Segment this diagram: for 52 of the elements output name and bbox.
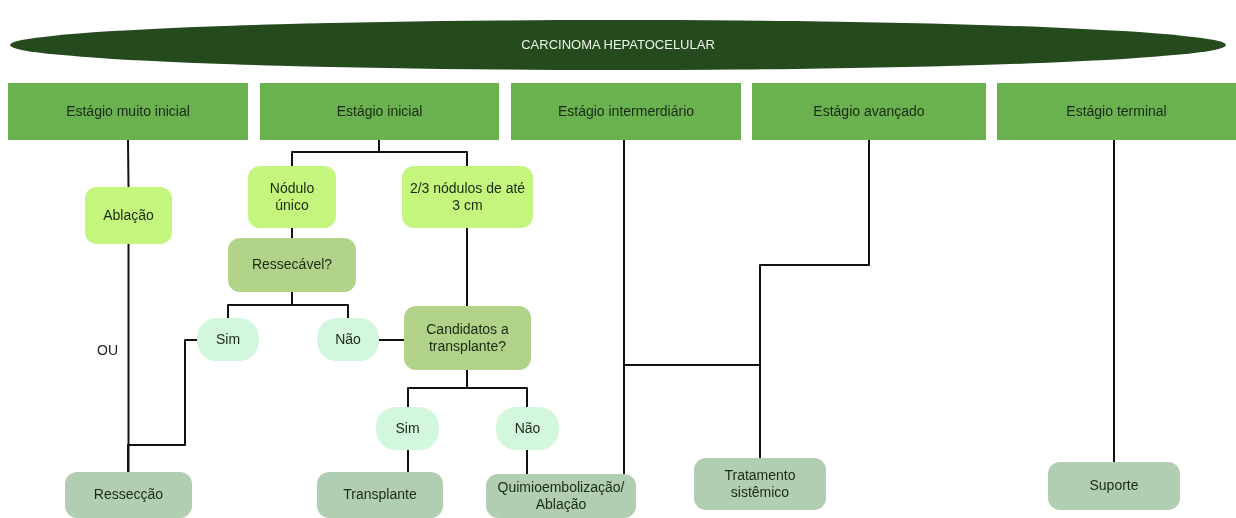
answer-pill [197,318,259,361]
stage-header-box [8,83,248,140]
process-box [404,306,531,370]
connector-line [291,291,349,319]
node-text: Transplante [343,486,417,504]
note-text: OU [97,342,118,358]
node-text: Suporte [1089,477,1139,495]
process-box [486,474,636,518]
node-text: Estágio inicial [336,102,423,121]
node-text: Nódulo único [268,179,316,215]
connector-line [378,339,405,341]
node-text: Sim [395,419,420,438]
process-box [228,238,356,292]
node-text: Quimioembolização/ Ablação [496,478,626,514]
answer-pill [496,407,559,450]
process-box [248,166,336,228]
node-text: Estágio terminal [1066,102,1167,121]
node-text: Não [514,419,541,438]
stage-header-box [511,83,741,140]
process-box [694,458,826,510]
node-text: Tratamento sistêmico [723,466,797,502]
node-text: CARCINOMA HEPATOCELULAR [521,36,715,54]
process-box [402,166,533,228]
process-box [317,472,443,518]
connector-line [1113,139,1115,463]
node-text: Ressecável? [251,256,333,274]
connector-line [378,139,468,167]
node-text: Estágio muito inicial [66,102,190,121]
connector-line [526,449,528,475]
node-text: Ablação [103,206,154,225]
node-text: Estágio avançado [813,102,925,121]
node-text: Ressecção [93,486,164,504]
connector-line [127,243,130,473]
node-text: Estágio intermerdiário [557,102,695,121]
stage-header-box [260,83,499,140]
answer-pill [376,407,439,450]
stage-header-box [997,83,1236,140]
connector-line [407,449,409,473]
connector-line [466,369,528,408]
connector-line [466,227,468,307]
process-box [1048,462,1180,510]
node-text: Sim [215,330,241,349]
node-text: Candidatos a transplante? [425,320,510,356]
node-text: Não [335,330,361,349]
process-box [65,472,192,518]
connector-line [127,139,130,188]
answer-pill [317,318,379,361]
node-text: 2/3 nódulos de até 3 cm [408,179,527,215]
connector-line [291,227,293,239]
connector-line [127,339,198,473]
process-box [85,187,172,244]
stage-header-box [752,83,986,140]
